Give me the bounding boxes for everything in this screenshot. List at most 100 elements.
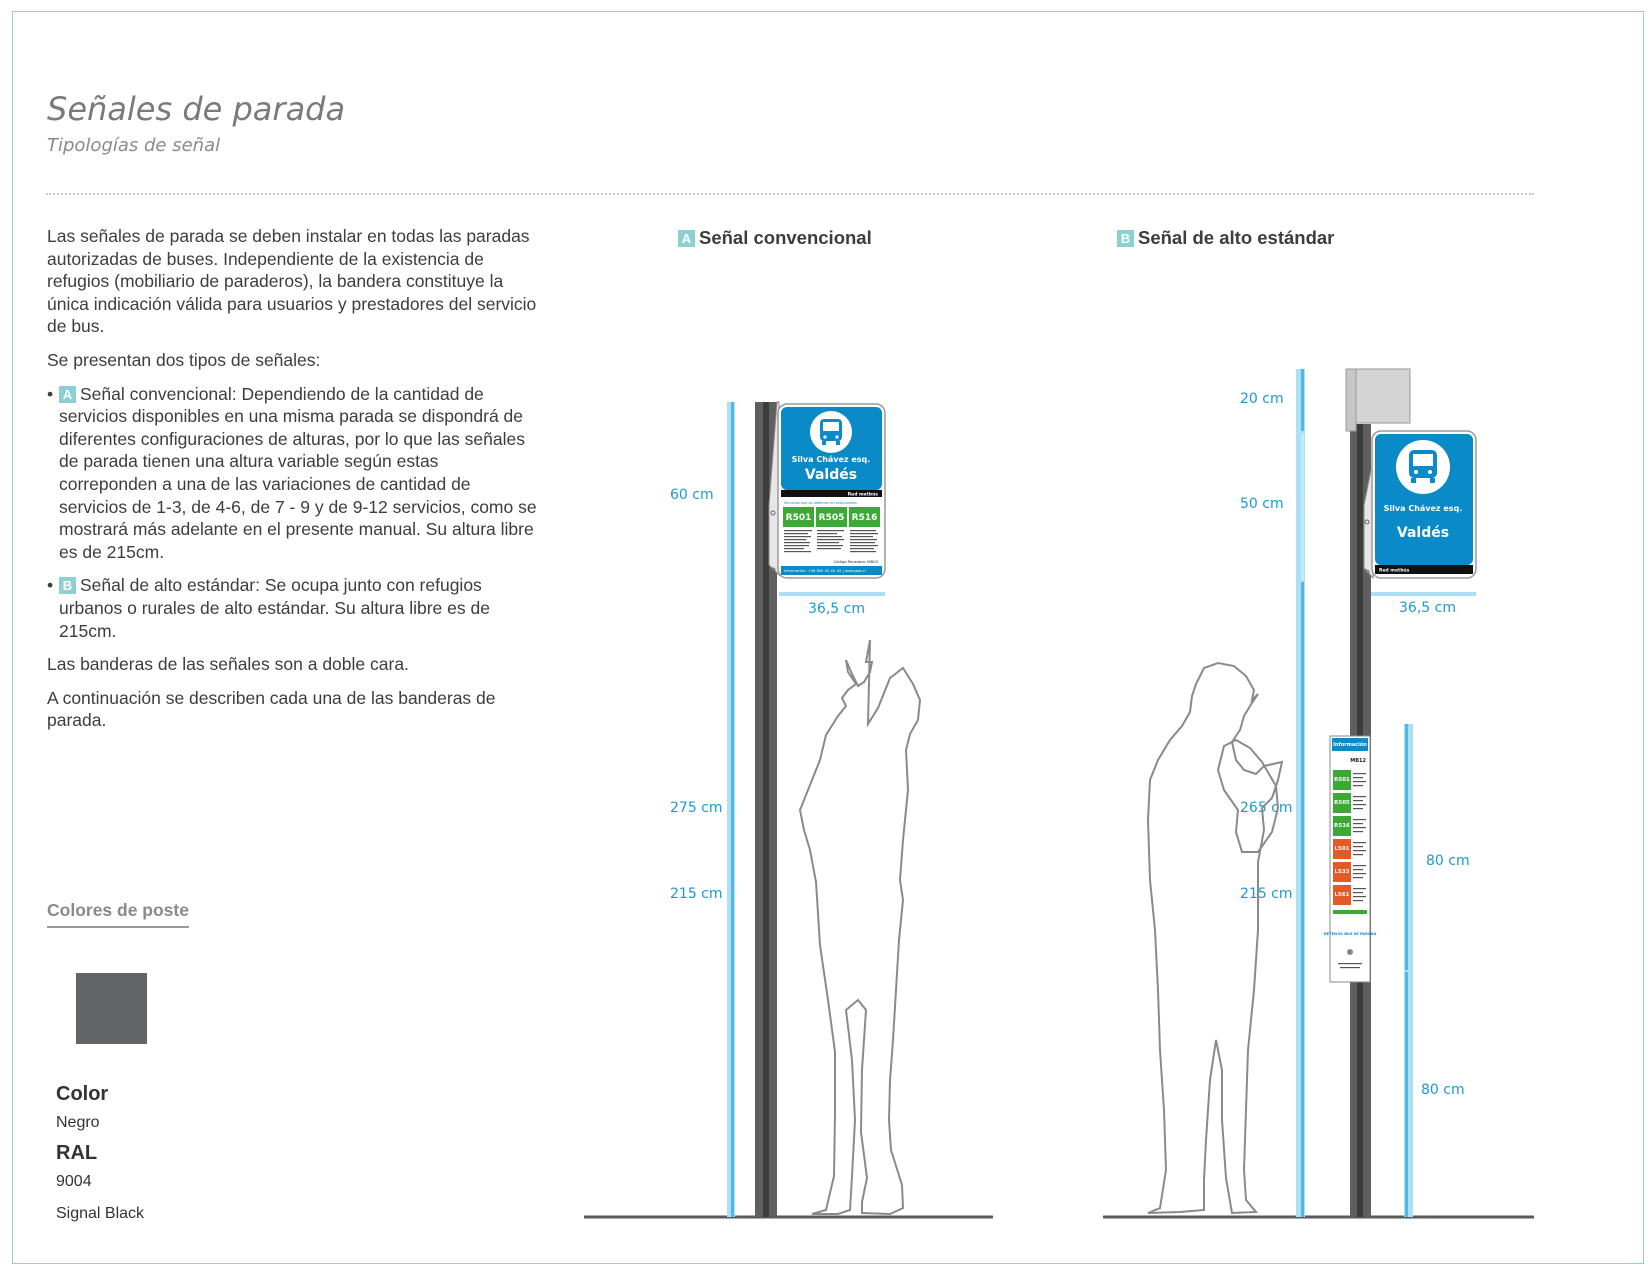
sign-bracket-a — [768, 401, 780, 577]
info-panel-dot-icon — [1347, 949, 1353, 955]
info-panel-header-bg — [1332, 738, 1368, 751]
badge-a: A — [678, 230, 695, 247]
route-block: R505 — [816, 507, 847, 527]
measure-segment-panel-b — [1405, 724, 1408, 970]
dim-a-width: 36,5 cm — [808, 601, 865, 617]
ral-label: RAL — [56, 1142, 98, 1164]
dim-b-total: 265 cm — [1240, 800, 1293, 816]
bolt-icon — [770, 567, 776, 573]
pole-color-swatch — [76, 973, 147, 1044]
bus-stop-sign-b: Silva Chávez esq. Valdés Red metbús — [1363, 430, 1477, 580]
bolt-icon — [1364, 519, 1370, 525]
sign-footer-a — [781, 566, 882, 575]
measure-bar-panel-b — [1404, 724, 1413, 1217]
measure-segment-bottom-a — [731, 582, 734, 1217]
panel-route-row: L501 — [1333, 839, 1366, 859]
sign-stop-code: Código Paradero: MB03 — [834, 559, 879, 564]
sign-operator: Red metbús — [848, 491, 879, 498]
intro-paragraph-3: Las banderas de las señales son a doble … — [47, 654, 409, 675]
dim-a-total: 275 cm — [670, 800, 723, 816]
badge-b: B — [59, 577, 76, 595]
width-bar-a — [779, 592, 885, 596]
panel-route-row: L561 — [1333, 885, 1366, 905]
intro-paragraph-1: Las señales de parada se deben instalar … — [47, 226, 537, 337]
page-subtitle: Tipologías de señal — [47, 135, 221, 156]
pole-a-groove — [763, 402, 769, 1217]
bolt-icon — [770, 510, 776, 516]
section-b-title: Señal de alto estándar — [1138, 227, 1335, 248]
dotted-divider — [46, 193, 1534, 195]
ral-name: Signal Black — [56, 1205, 145, 1222]
route-code: L561 — [1335, 892, 1350, 898]
sign-operator-bar-b — [1375, 565, 1473, 574]
sign-street: Silva Chávez esq. — [1384, 504, 1463, 513]
bus-stop-sign-a: Silva Chávez esq. Valdés Red metbús Serv… — [768, 401, 886, 579]
route-code: R516 — [852, 513, 878, 523]
dim-a-clear: 215 cm — [670, 886, 723, 902]
bullet-a-text: Señal convencional: Dependiendo de la ca… — [59, 383, 537, 562]
color-label: Color — [56, 1083, 109, 1105]
sign-info-line: Información: +56 800 XX XX XX | www.gob.… — [784, 569, 866, 573]
route-code: R501 — [786, 513, 812, 523]
intro-paragraph-2: Se presentan dos tipos de señales: — [47, 349, 321, 370]
route-block: R501 — [783, 507, 814, 527]
section-b-diagram: Silva Chávez esq. Valdés Red metbús Info… — [1103, 368, 1534, 1219]
sign-routes-header: Servicios que se detienen en esta parada — [784, 501, 857, 505]
dim-b-width: 36,5 cm — [1399, 600, 1456, 616]
panel-route-row: R505 — [1333, 793, 1366, 813]
route-blocks-a: R501 R505 R516 — [783, 507, 880, 527]
section-a-title: Señal convencional — [699, 227, 872, 248]
info-panel-header: Información — [1333, 741, 1367, 748]
bullet-b-text: Señal de alto estándar: Se ocupa junto c… — [59, 575, 490, 641]
measure-segment-top-a — [731, 402, 734, 582]
page-frame — [12, 11, 1644, 1264]
ral-value: 9004 — [56, 1173, 92, 1190]
pole-cap-sleeve-b — [1345, 368, 1357, 432]
route-code: R501 — [1334, 777, 1350, 783]
sign-operator-bar-a — [781, 490, 882, 497]
measure-segment-flag-b — [1301, 434, 1304, 580]
sign-stop-name: Valdés — [805, 467, 857, 483]
page-title: Señales de parada — [47, 90, 346, 128]
colors-heading: Colores de poste — [47, 900, 189, 928]
dim-b-flag: 50 cm — [1240, 496, 1284, 512]
panel-route-row: L533 — [1333, 862, 1366, 882]
color-value: Negro — [56, 1114, 100, 1131]
panel-route-row: R516 — [1333, 816, 1366, 836]
route-code: L501 — [1335, 846, 1350, 852]
bus-icon — [1409, 450, 1437, 483]
bus-icon — [820, 419, 842, 445]
person-silhouette-a — [798, 639, 922, 1216]
badge-a: A — [59, 385, 76, 403]
dim-b-top: 20 cm — [1240, 391, 1284, 407]
sign-operator: Red metbús — [1379, 567, 1410, 574]
measure-segment-base-b — [1405, 972, 1408, 1217]
info-panel-b: Información MB12 R501R505R516L501L533L56… — [1324, 735, 1377, 983]
route-code: L533 — [1335, 869, 1350, 875]
intro-paragraph-4: A continuación se describen cada una de … — [47, 687, 496, 731]
route-code: R505 — [819, 513, 845, 523]
width-bar-b — [1371, 592, 1476, 596]
bolt-icon — [1364, 569, 1370, 575]
person-silhouette-b — [1146, 661, 1284, 1215]
measure-segment-bottom-b — [1301, 582, 1304, 1217]
dim-b-base: 80 cm — [1421, 1082, 1465, 1098]
pole-cap-b — [1345, 368, 1411, 424]
bullet-dot: • — [47, 575, 54, 596]
info-panel-code: MB12 — [1350, 758, 1366, 764]
route-code: R516 — [1334, 823, 1350, 829]
panel-route-row: R501 — [1333, 770, 1366, 790]
person-arm-b — [1216, 738, 1280, 853]
dim-b-clear: 215 cm — [1240, 886, 1293, 902]
measure-bar-b — [1296, 369, 1305, 1217]
measure-segment-top-b — [1301, 369, 1304, 431]
sign-stop-name: Valdés — [1397, 525, 1449, 541]
info-panel-green-strip — [1333, 910, 1367, 914]
section-a-diagram: Silva Chávez esq. Valdés Red metbús Serv… — [584, 401, 993, 1219]
